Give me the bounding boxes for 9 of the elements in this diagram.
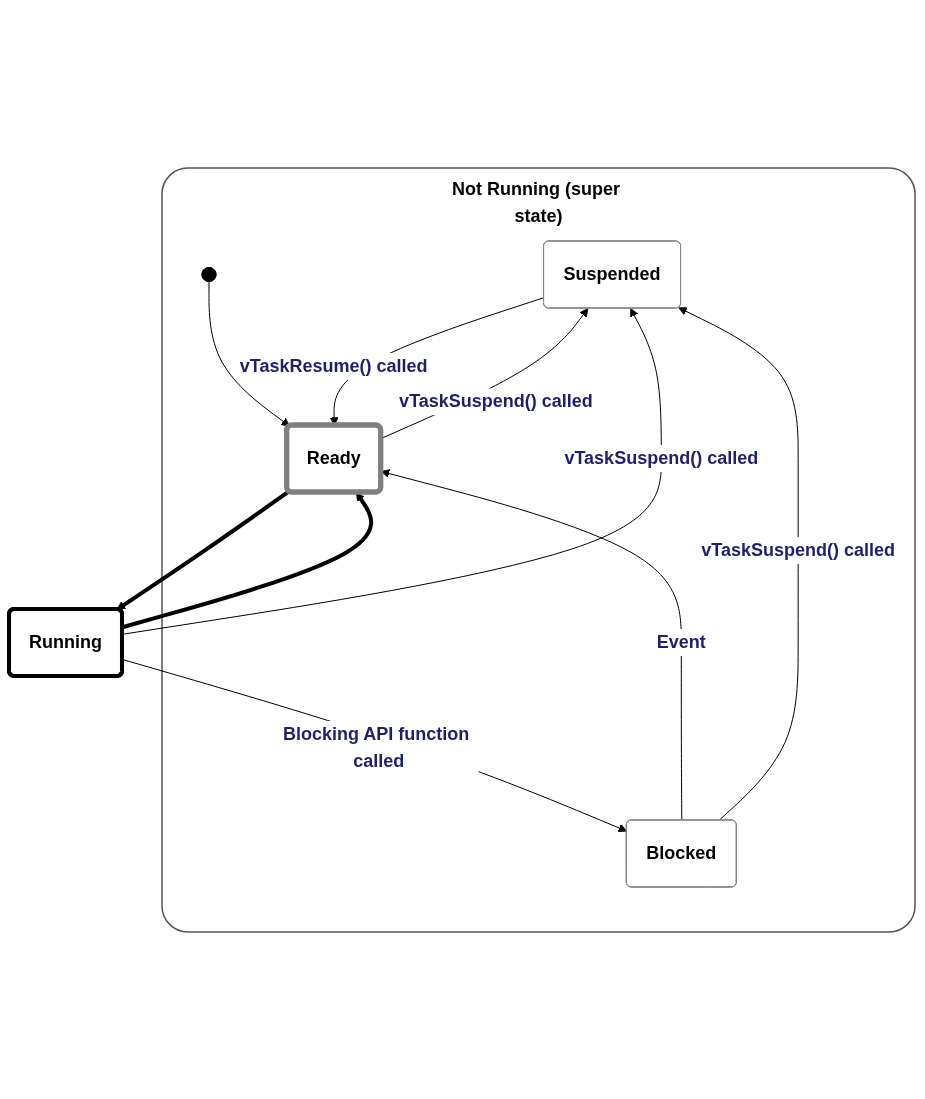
edge-label: vTaskSuspend() called: [399, 390, 594, 411]
arrow: [209, 280, 291, 427]
edge-label: vTaskSuspend() called: [701, 539, 896, 560]
edge-label: vTaskResume() called: [240, 355, 429, 376]
arrow: [117, 489, 291, 610]
edge-label: Blocking API function called: [283, 723, 470, 771]
arrow: [678, 306, 800, 821]
edge-label: Event: [657, 631, 707, 652]
edge-label: vTaskSuspend() called: [564, 447, 759, 468]
